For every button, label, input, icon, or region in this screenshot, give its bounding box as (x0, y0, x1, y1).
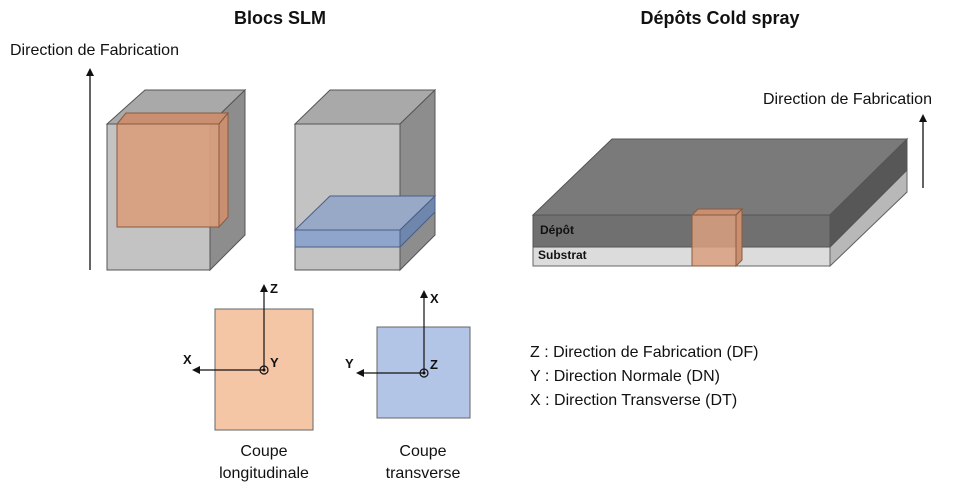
cold-spray-title: Dépôts Cold spray (640, 8, 799, 28)
longitudinal-axis-up-label: Z (270, 281, 278, 296)
transverse-axis-up-label: X (430, 291, 439, 306)
transverse-axis-out-icon (419, 368, 429, 378)
transverse-caption-line1: Coupe (399, 443, 446, 460)
slm-block-transverse (293, 88, 437, 272)
cold-spray-slab: Dépôt Substrat (531, 137, 909, 268)
longitudinal-axis-out-icon (259, 365, 269, 375)
substrat-label: Substrat (538, 248, 587, 262)
block2-slice-front (294, 229, 401, 248)
slm-block-longitudinal (105, 88, 247, 272)
longitudinal-section: Z X Y Coupe longitudinale (183, 281, 314, 482)
deposit-front-face (532, 214, 831, 248)
block1-cut-front (116, 123, 220, 228)
build-direction-label-left: Direction de Fabrication (10, 42, 179, 59)
longitudinal-caption-line1: Coupe (240, 443, 287, 460)
slm-title: Blocs SLM (234, 8, 326, 28)
transverse-caption-line2: transverse (386, 465, 461, 482)
transverse-axis-left-label: Y (345, 356, 354, 371)
build-direction-label-right: Direction de Fabrication (763, 91, 932, 108)
transverse-axis-out-label: Z (430, 357, 438, 372)
longitudinal-axis-left-label: X (183, 352, 192, 367)
legend-line-z: Z : Direction de Fabrication (DF) (530, 344, 759, 361)
block1-cut-top (115, 112, 230, 125)
axis-legend: Z : Direction de Fabrication (DF) Y : Di… (530, 344, 759, 409)
longitudinal-caption-line2: longitudinale (219, 465, 309, 482)
block1-cut-side (218, 111, 229, 229)
legend-line-y: Y : Direction Normale (DN) (530, 368, 720, 385)
cold-spray-cut-side (735, 207, 743, 268)
cold-spray-cut-top (690, 208, 744, 216)
transverse-section: X Y Z Coupe transverse (345, 290, 471, 482)
longitudinal-axis-out-label: Y (270, 355, 279, 370)
depot-label: Dépôt (540, 223, 574, 237)
legend-line-x: X : Direction Transverse (DT) (530, 392, 737, 409)
cold-spray-cut-front (691, 214, 737, 267)
